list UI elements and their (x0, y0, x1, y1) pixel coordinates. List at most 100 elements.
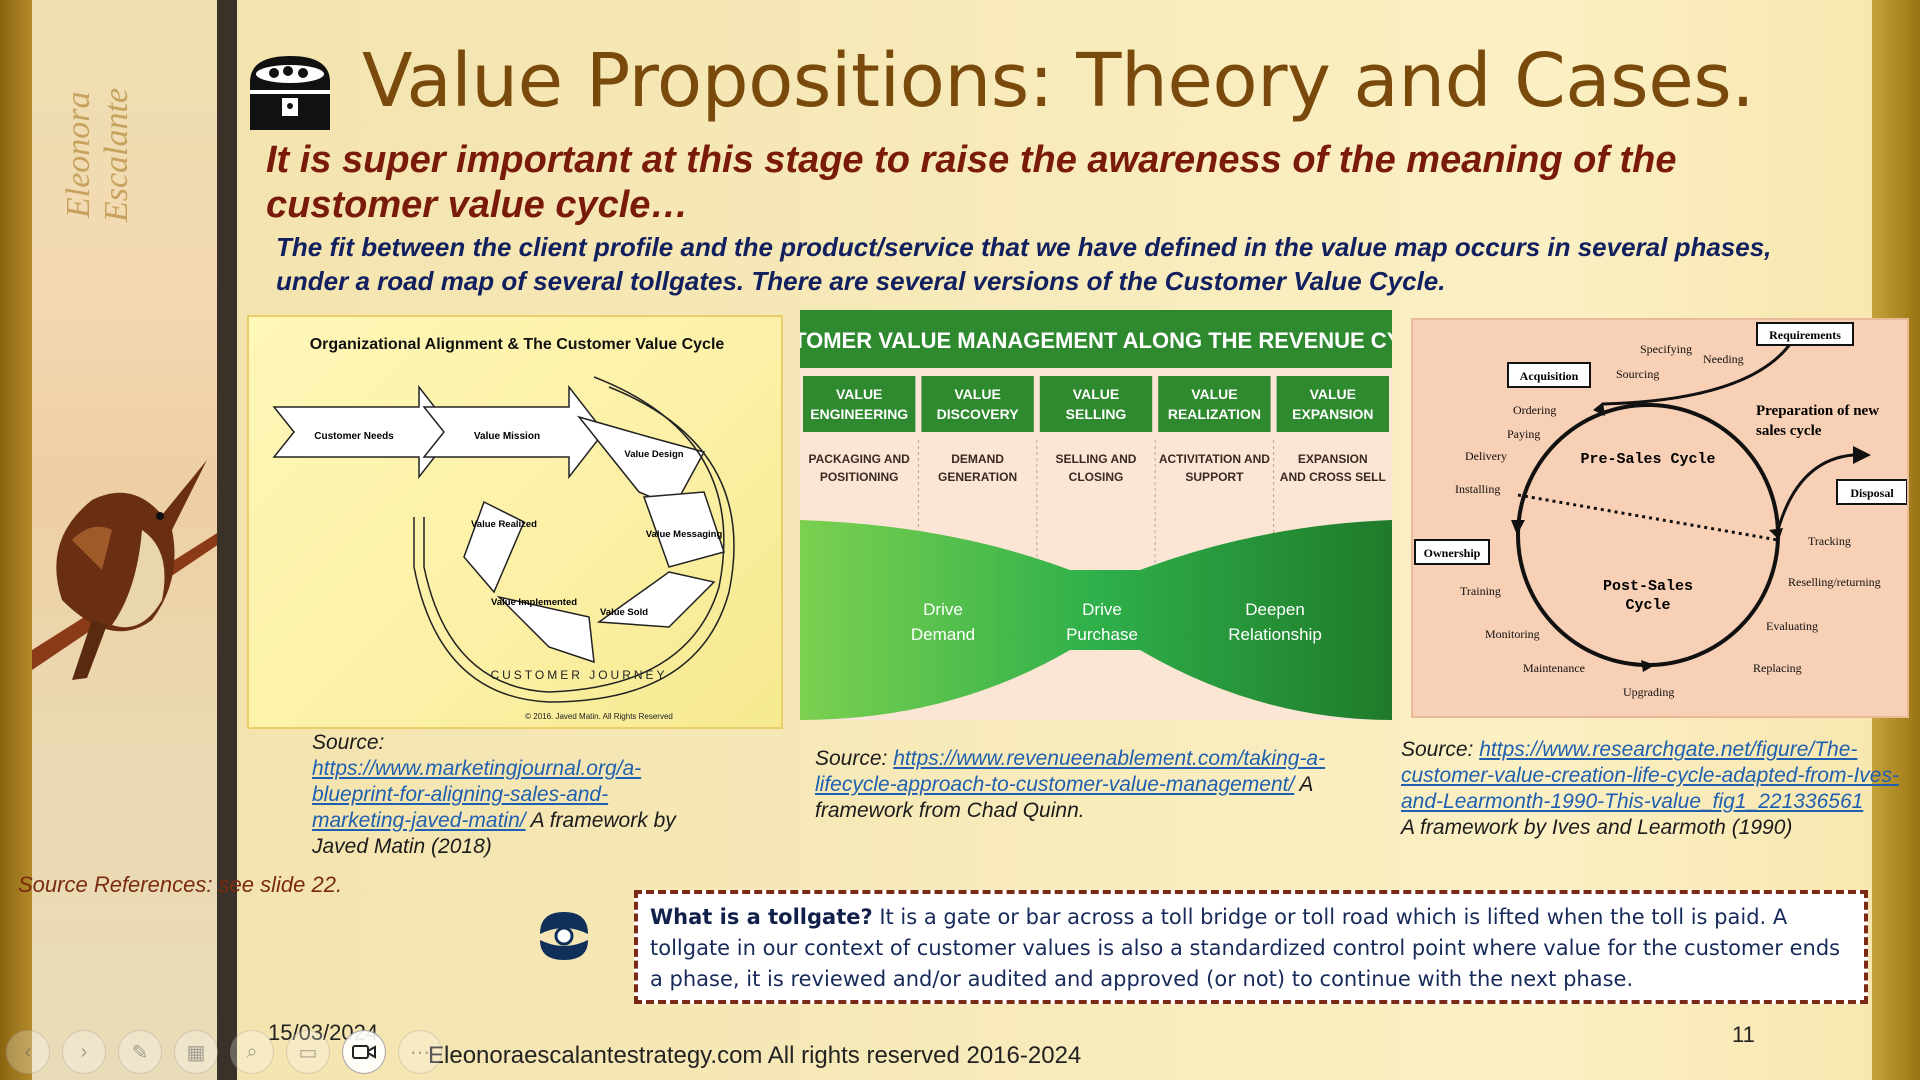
funnel-shape (800, 520, 1392, 720)
stage-specifying: Specifying (1640, 342, 1692, 356)
deepen-relationship-line2: Relationship (1228, 625, 1322, 644)
panel2-col-head2-1: DISCOVERY (937, 406, 1020, 422)
panel2-col-head2-4: EXPANSION (1292, 406, 1373, 422)
revenue-cycle-svg: CUSTOMER VALUE MANAGEMENT ALONG THE REVE… (800, 310, 1392, 720)
stage-installing: Installing (1455, 482, 1500, 496)
panel2-col-head2-3: REALIZATION (1168, 406, 1261, 422)
label-postsales-1: Post-Sales (1603, 578, 1693, 595)
panel2-col-head2-2: SELLING (1066, 406, 1127, 422)
source-2-label: Source: (815, 747, 894, 770)
panel2-col-header-2 (1039, 376, 1153, 432)
source-1: Source: https://www.marketingjournal.org… (312, 730, 692, 860)
signature-watermark: Eleonora Escalante (60, 87, 135, 223)
source-references: Source References: see slide 22. (18, 872, 343, 897)
customer-value-cycle-diagram: Organizational Alignment & The Customer … (247, 315, 783, 729)
intro-paragraph: The fit between the client profile and t… (276, 232, 1772, 296)
stage-tracking: Tracking (1808, 534, 1851, 548)
panel1-title: Organizational Alignment & The Customer … (310, 336, 725, 353)
slide-subtitle: It is super important at this stage to r… (266, 139, 1677, 226)
customer-needs-arrow (272, 384, 455, 480)
label-value-implemented: Value Implemented (491, 597, 577, 608)
box-acquisition: Acquisition (1520, 369, 1579, 383)
deepen-relationship-line1: Deepen (1245, 600, 1305, 619)
tollgate-question: What is a tollgate? (650, 905, 873, 929)
stage-paying: Paying (1507, 427, 1540, 441)
stage-needing: Needing (1703, 352, 1744, 366)
stage-reselling: Reselling/returning (1788, 575, 1881, 589)
panel2-col-sub2-3: SUPPORT (1185, 470, 1244, 484)
subtitles-icon[interactable]: ▭ (286, 1030, 330, 1074)
slides-grid-icon[interactable]: ▦ (174, 1030, 218, 1074)
label-value-mission: Value Mission (474, 431, 540, 442)
cycle-divider (1517, 493, 1779, 542)
pen-icon[interactable]: ✎ (118, 1030, 162, 1074)
label-presales: Pre-Sales Cycle (1580, 451, 1715, 468)
slide-title: Value Propositions: Theory and Cases. (362, 38, 1755, 124)
previous-icon[interactable]: ‹ (6, 1030, 50, 1074)
panel2-col-head1-2: VALUE (1073, 386, 1119, 402)
panel2-col-sub1-0: PACKAGING AND (809, 452, 911, 466)
box-ownership: Ownership (1424, 546, 1481, 560)
drive-purchase-line1: Drive (1082, 600, 1122, 619)
panel2-col-sub2-1: GENERATION (938, 470, 1017, 484)
zoom-icon[interactable]: ⌕ (230, 1030, 274, 1074)
panel2-col-sub1-1: DEMAND (951, 452, 1004, 466)
panel2-col-header-0 (803, 376, 916, 432)
panel1-copyright: © 2016. Javed Matin. All Rights Reserved (525, 712, 673, 721)
panel2-col-head1-3: VALUE (1191, 386, 1237, 402)
panel2-col-head1-4: VALUE (1310, 386, 1356, 402)
value-cycle-svg: Organizational Alignment & The Customer … (272, 336, 735, 721)
panel2-col-header-3 (1158, 376, 1271, 432)
cycle-circle (1516, 403, 1780, 667)
source-1-label: Source: (312, 731, 385, 754)
panel2-col-head2-0: ENGINEERING (810, 406, 908, 422)
label-customer-needs: Customer Needs (314, 431, 394, 442)
label-prep-1: Preparation of new (1756, 403, 1879, 419)
label-value-realized: Value Realized (471, 519, 537, 530)
panel2-col-sub2-4: AND CROSS SELL (1280, 470, 1386, 484)
oyster-pearl-icon (540, 912, 588, 960)
source-2-link[interactable]: https://www.revenueenablement.com/taking… (815, 747, 1326, 796)
label-value-design: Value Design (624, 449, 683, 460)
revenue-cycle-diagram: CUSTOMER VALUE MANAGEMENT ALONG THE REVE… (800, 310, 1392, 720)
customer-journey-text: CUSTOMER JOURNEY (490, 668, 667, 682)
next-icon[interactable]: › (62, 1030, 106, 1074)
stage-evaluating: Evaluating (1766, 619, 1818, 633)
stage-upgrading: Upgrading (1623, 685, 1674, 699)
label-prep-2: sales cycle (1756, 423, 1822, 439)
slide-footer: Eleonoraescalantestrategy.com All rights… (428, 1042, 1082, 1069)
more-icon[interactable]: ⋯ (398, 1030, 442, 1074)
treasure-chest-icon (250, 56, 330, 130)
panel2-col-header-4 (1276, 376, 1389, 432)
presenter-toolbar: ‹ › ✎ ▦ ⌕ ▭ ⋯ (6, 1030, 442, 1074)
source-3-link[interactable]: https://www.researchgate.net/figure/The-… (1401, 738, 1899, 813)
stage-sourcing: Sourcing (1616, 367, 1659, 381)
stage-ordering: Ordering (1513, 403, 1556, 417)
tollgate-body: It is a gate or bar across a toll bridge… (650, 905, 1841, 991)
drive-demand-line1: Drive (923, 600, 963, 619)
panel2-col-head1-0: VALUE (836, 386, 882, 402)
source-1-link[interactable]: https://www.marketingjournal.org/a-bluep… (312, 757, 642, 832)
box-requirements: Requirements (1769, 328, 1841, 342)
value-mission-arrow (422, 384, 605, 480)
dark-divider-strip (217, 0, 237, 1080)
customer-value-life-cycle-diagram: Requirements Acquisition Ownership Dispo… (1411, 318, 1909, 718)
panel2-col-sub2-2: CLOSING (1069, 470, 1124, 484)
panel2-col-sub1-4: EXPANSION (1298, 452, 1368, 466)
stage-training: Training (1460, 584, 1501, 598)
camera-icon[interactable] (342, 1030, 386, 1074)
source-3: Source: https://www.researchgate.net/fig… (1401, 737, 1901, 841)
page-number: 11 (1732, 1022, 1755, 1047)
stage-maintenance: Maintenance (1523, 661, 1585, 675)
label-value-messaging: Value Messaging (646, 529, 723, 540)
life-cycle-svg: Requirements Acquisition Ownership Dispo… (1414, 322, 1907, 699)
stage-delivery: Delivery (1465, 449, 1507, 463)
panel2-col-head1-1: VALUE (954, 386, 1000, 402)
panel2-col-sub1-2: SELLING AND (1056, 452, 1137, 466)
left-gold-band (0, 0, 32, 1080)
source-2: Source: https://www.revenueenablement.co… (815, 746, 1395, 824)
drive-purchase-line2: Purchase (1066, 625, 1138, 644)
label-value-sold: Value Sold (600, 607, 648, 618)
source-1-text: A framework by Javed Matin (2018) (312, 809, 676, 858)
